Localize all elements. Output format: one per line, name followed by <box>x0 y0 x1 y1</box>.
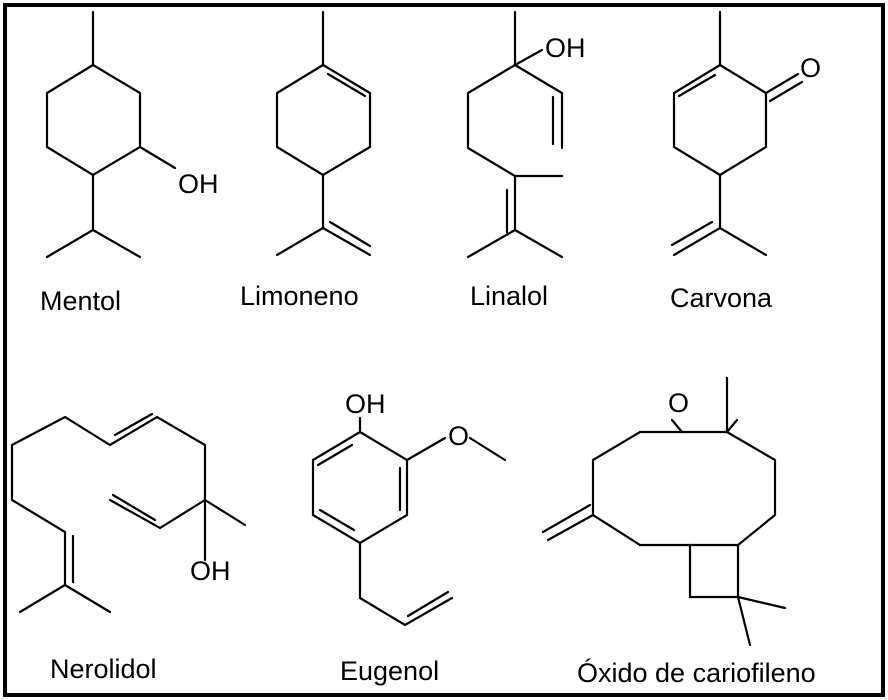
figure-border <box>3 3 885 697</box>
linalol-hydroxyl-label: OH <box>545 33 586 63</box>
mentol-hydroxyl-label: OH <box>178 169 219 199</box>
limoneno-structure: Limoneno <box>240 10 372 311</box>
nerolidol-structure: OH Nerolidol <box>10 412 247 684</box>
mentol-name: Mentol <box>40 286 121 316</box>
nerolidol-hydroxyl-label: OH <box>190 556 231 586</box>
mentol-structure: OH Mentol <box>40 10 219 316</box>
linalol-structure: OH Linalol <box>466 10 586 311</box>
eugenol-ether-oxygen-label: O <box>448 421 469 451</box>
nerolidol-name: Nerolidol <box>50 654 157 684</box>
carvona-name: Carvona <box>670 283 773 313</box>
linalol-name: Linalol <box>470 281 548 311</box>
eugenol-structure: OH O Eugenol <box>311 389 507 686</box>
epoxide-oxygen-label: O <box>668 388 689 418</box>
carvona-carbonyl-oxygen-label: O <box>800 53 821 83</box>
eugenol-name: Eugenol <box>340 656 439 686</box>
oxido-de-cariofileno-name: Óxido de cariofileno <box>577 657 816 688</box>
carvona-structure: O Carvona <box>670 10 821 313</box>
oxido-de-cariofileno-structure: O Óxido de cariofileno <box>541 376 816 688</box>
limoneno-name: Limoneno <box>240 281 359 311</box>
eugenol-hydroxyl-label: OH <box>345 389 386 419</box>
